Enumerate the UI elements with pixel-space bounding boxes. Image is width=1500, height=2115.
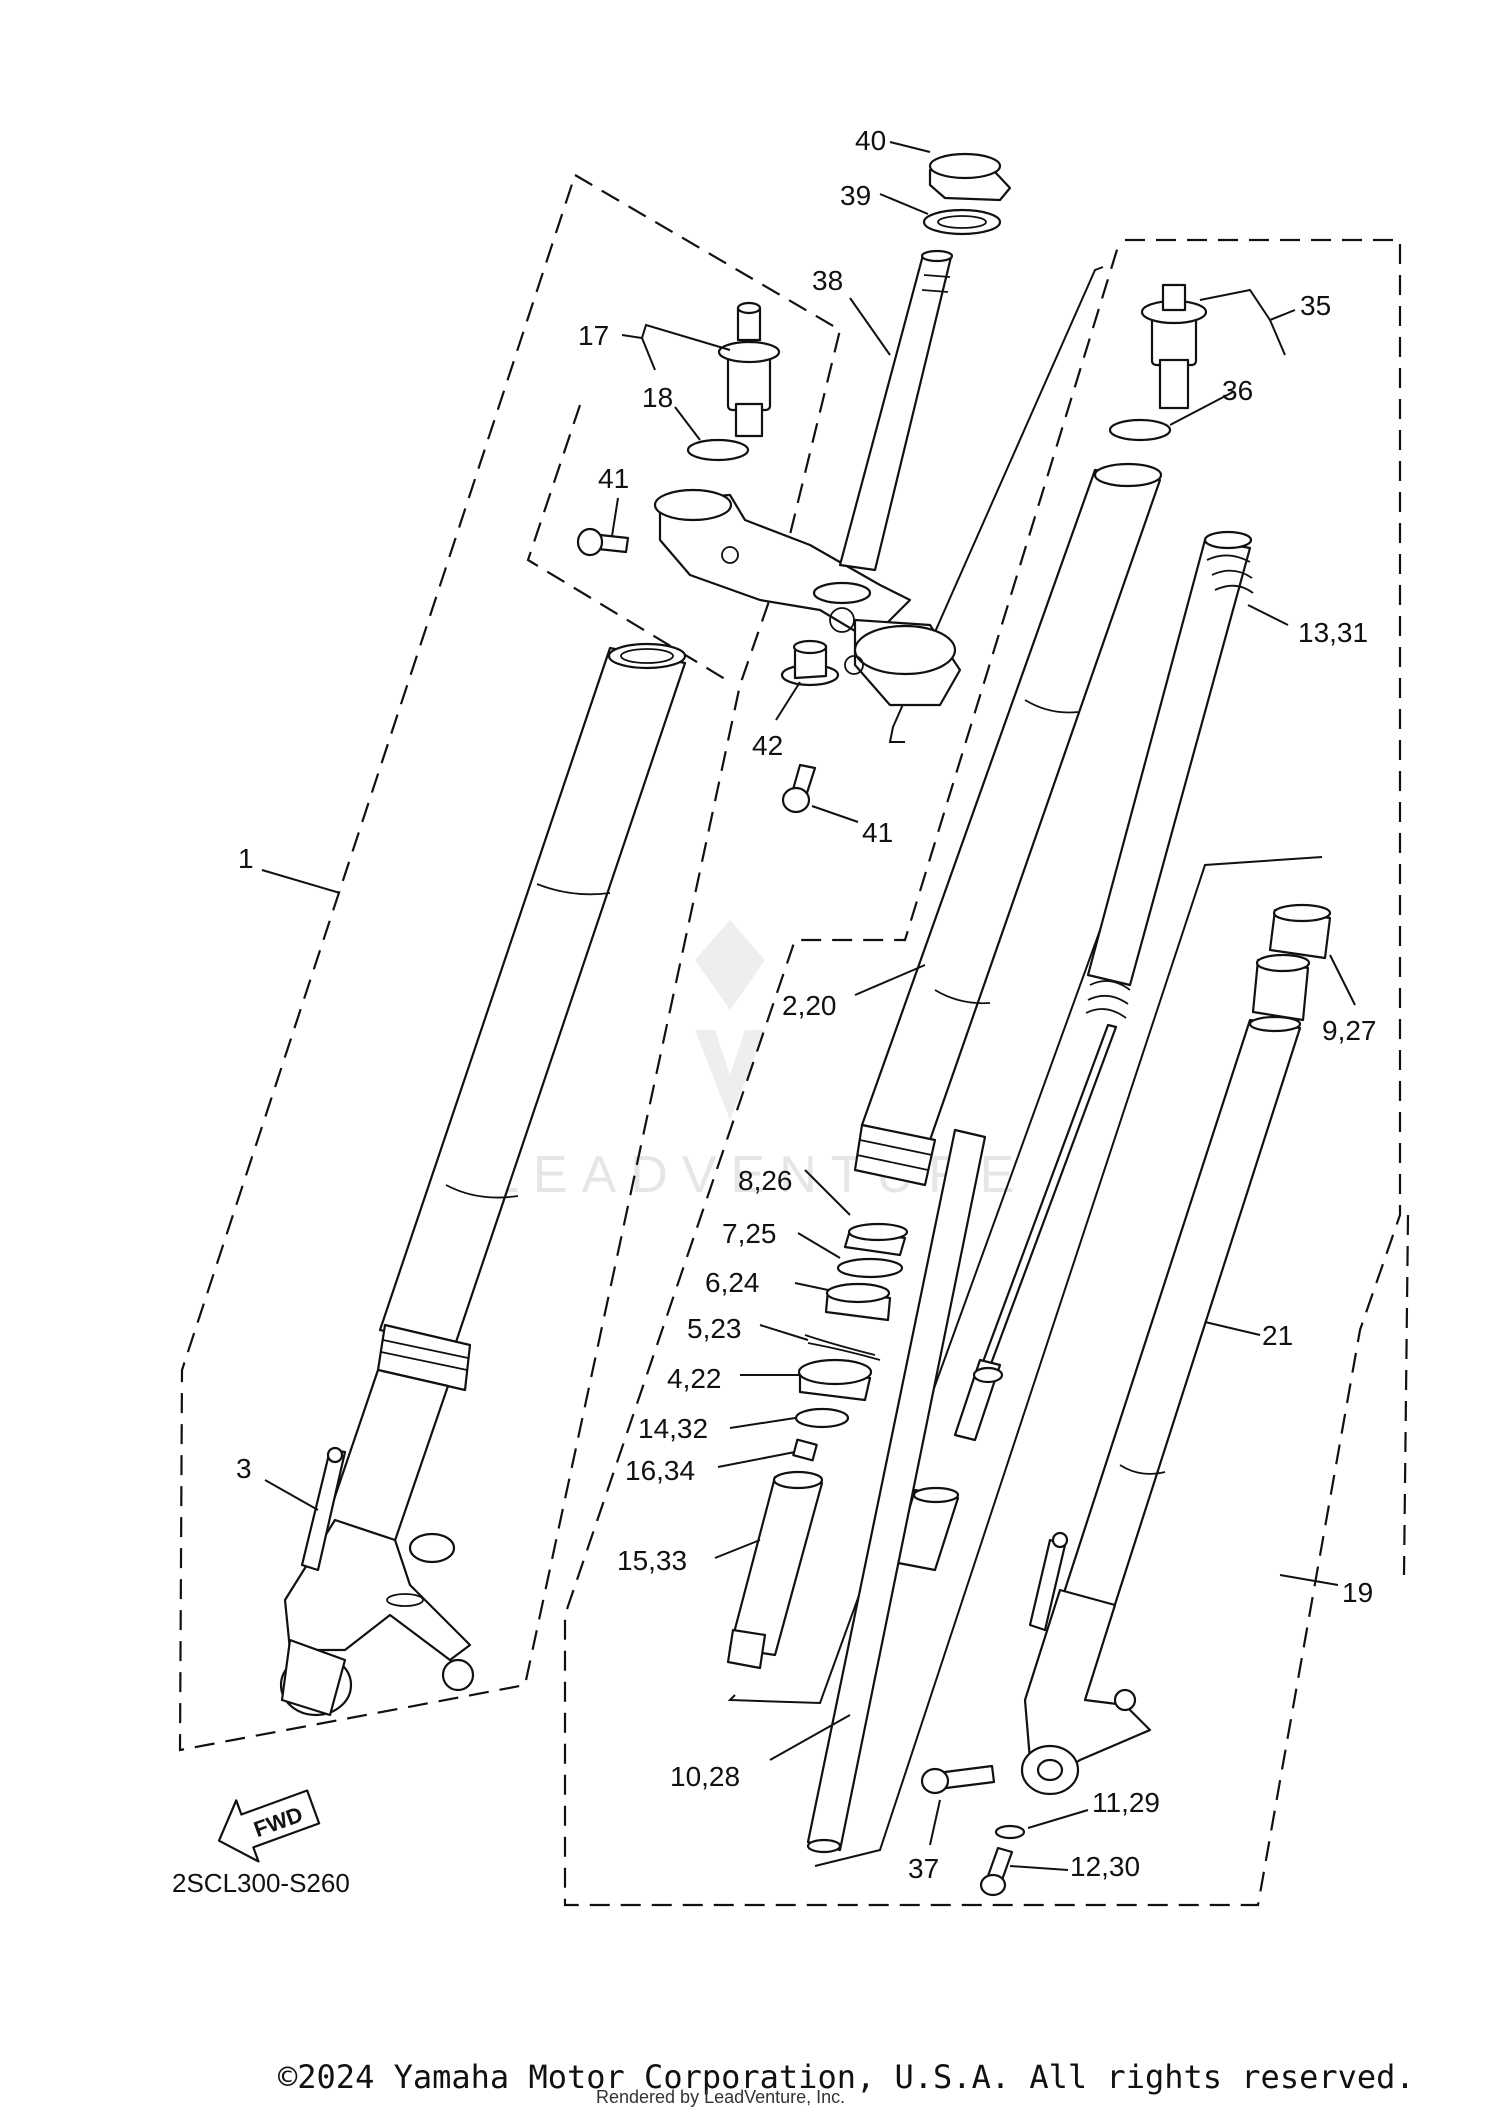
callout-2-20: 2,20 (782, 990, 837, 1021)
lower-bracket-clamp (653, 488, 962, 707)
callout-21: 21 (1262, 1320, 1293, 1351)
copyright-notice: ©2024 Yamaha Motor Corporation, U.S.A. A… (278, 2058, 1415, 2096)
fwd-arrow: FWD (217, 1789, 321, 1863)
diagram-code: 2SCL300-S260 (172, 1868, 350, 1898)
callout-39: 39 (840, 180, 871, 211)
callout-18: 18 (642, 382, 673, 413)
clamp-bolt-41-upper (576, 527, 630, 557)
callout-7-25: 7,25 (722, 1218, 777, 1249)
callout-15-33: 15,33 (617, 1545, 687, 1576)
outer-tube-2-20 (853, 462, 1163, 1187)
callout-5-23: 5,23 (687, 1313, 742, 1344)
callout-42: 42 (752, 730, 783, 761)
callout-10-28: 10,28 (670, 1761, 740, 1792)
steering-stem-38 (838, 249, 954, 572)
inner-rod-10-28 (806, 1128, 987, 1854)
callout-4-22: 4,22 (667, 1363, 722, 1394)
axle-bracket-19 (1020, 1531, 1152, 1796)
callout-8-26: 8,26 (738, 1165, 793, 1196)
assembly-19-outline (1402, 1214, 1410, 1576)
callout-11-29: 11,29 (1092, 1787, 1160, 1818)
outer-tube-frame (888, 266, 1104, 743)
inner-tube-21 (1058, 1015, 1302, 1622)
callout-14-32: 14,32 (638, 1413, 708, 1444)
washer-39 (922, 208, 1002, 236)
oil-seal-8-26 (843, 1222, 909, 1257)
callout-16-34: 16,34 (625, 1455, 695, 1486)
callout-40: 40 (855, 125, 886, 156)
nut-16-34 (792, 1438, 818, 1462)
seal-4-22 (797, 1358, 873, 1402)
damper-frame (727, 874, 1121, 1705)
callout-35: 35 (1300, 290, 1331, 321)
circlip-5-23 (804, 1334, 881, 1361)
callout-9-27: 9,27 (1322, 1015, 1377, 1046)
spring-13-31 (1085, 530, 1254, 1019)
inner-tube-frame (814, 856, 1323, 1867)
washer-11-29 (994, 1824, 1026, 1840)
leader-lines (261, 141, 1356, 1871)
washer-7-25 (836, 1257, 904, 1279)
cap-bolt-17 (717, 301, 781, 438)
callout-19: 19 (1342, 1577, 1373, 1608)
callout-41-upper: 41 (598, 463, 629, 494)
callout-1: 1 (238, 843, 254, 874)
bushing-6-24 (824, 1282, 892, 1322)
callout-3: 3 (236, 1453, 252, 1484)
rendered-by-note: Rendered by LeadVenture, Inc. (596, 2087, 846, 2107)
bushings-9-27 (1251, 903, 1332, 1022)
callout-12-30: 12,30 (1070, 1851, 1140, 1882)
cap-bolt-35 (1140, 283, 1208, 410)
collar-15-33 (726, 1470, 824, 1670)
axle-bolt-37 (920, 1764, 996, 1795)
assembly-1-outline (178, 174, 842, 1752)
callout-36: 36 (1222, 375, 1253, 406)
o-ring-36 (1108, 418, 1172, 442)
callout-37: 37 (908, 1853, 939, 1884)
callout-13-31: 13,31 (1298, 617, 1368, 648)
callout-41-lower: 41 (862, 817, 893, 848)
collar-42 (780, 639, 840, 687)
washer-14-32 (794, 1407, 850, 1429)
fork-assembly-left (279, 642, 687, 1717)
ring-nut-40 (928, 152, 1012, 202)
clamp-bolt-41-lower (781, 763, 817, 814)
callout-17: 17 (578, 320, 609, 351)
clamp-group-outline (526, 404, 731, 683)
o-ring-18 (686, 438, 750, 462)
callout-38: 38 (812, 265, 843, 296)
bolt-12-30 (979, 1846, 1014, 1897)
assembly-2-outline (563, 238, 1402, 1907)
callout-6-24: 6,24 (705, 1267, 760, 1298)
